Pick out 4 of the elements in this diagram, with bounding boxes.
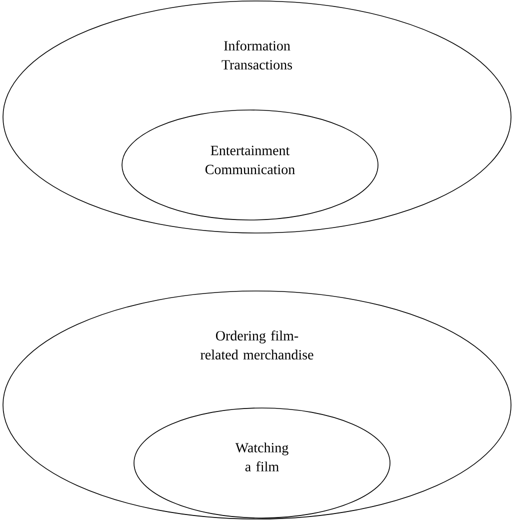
- ellipse-label: Entertainment Communication: [205, 146, 295, 174]
- ellipse-label: Watching a film: [235, 442, 288, 472]
- ellipse-label: Information Transactions: [222, 40, 292, 70]
- ellipse-label: Ordering film-related merchandise: [200, 330, 314, 360]
